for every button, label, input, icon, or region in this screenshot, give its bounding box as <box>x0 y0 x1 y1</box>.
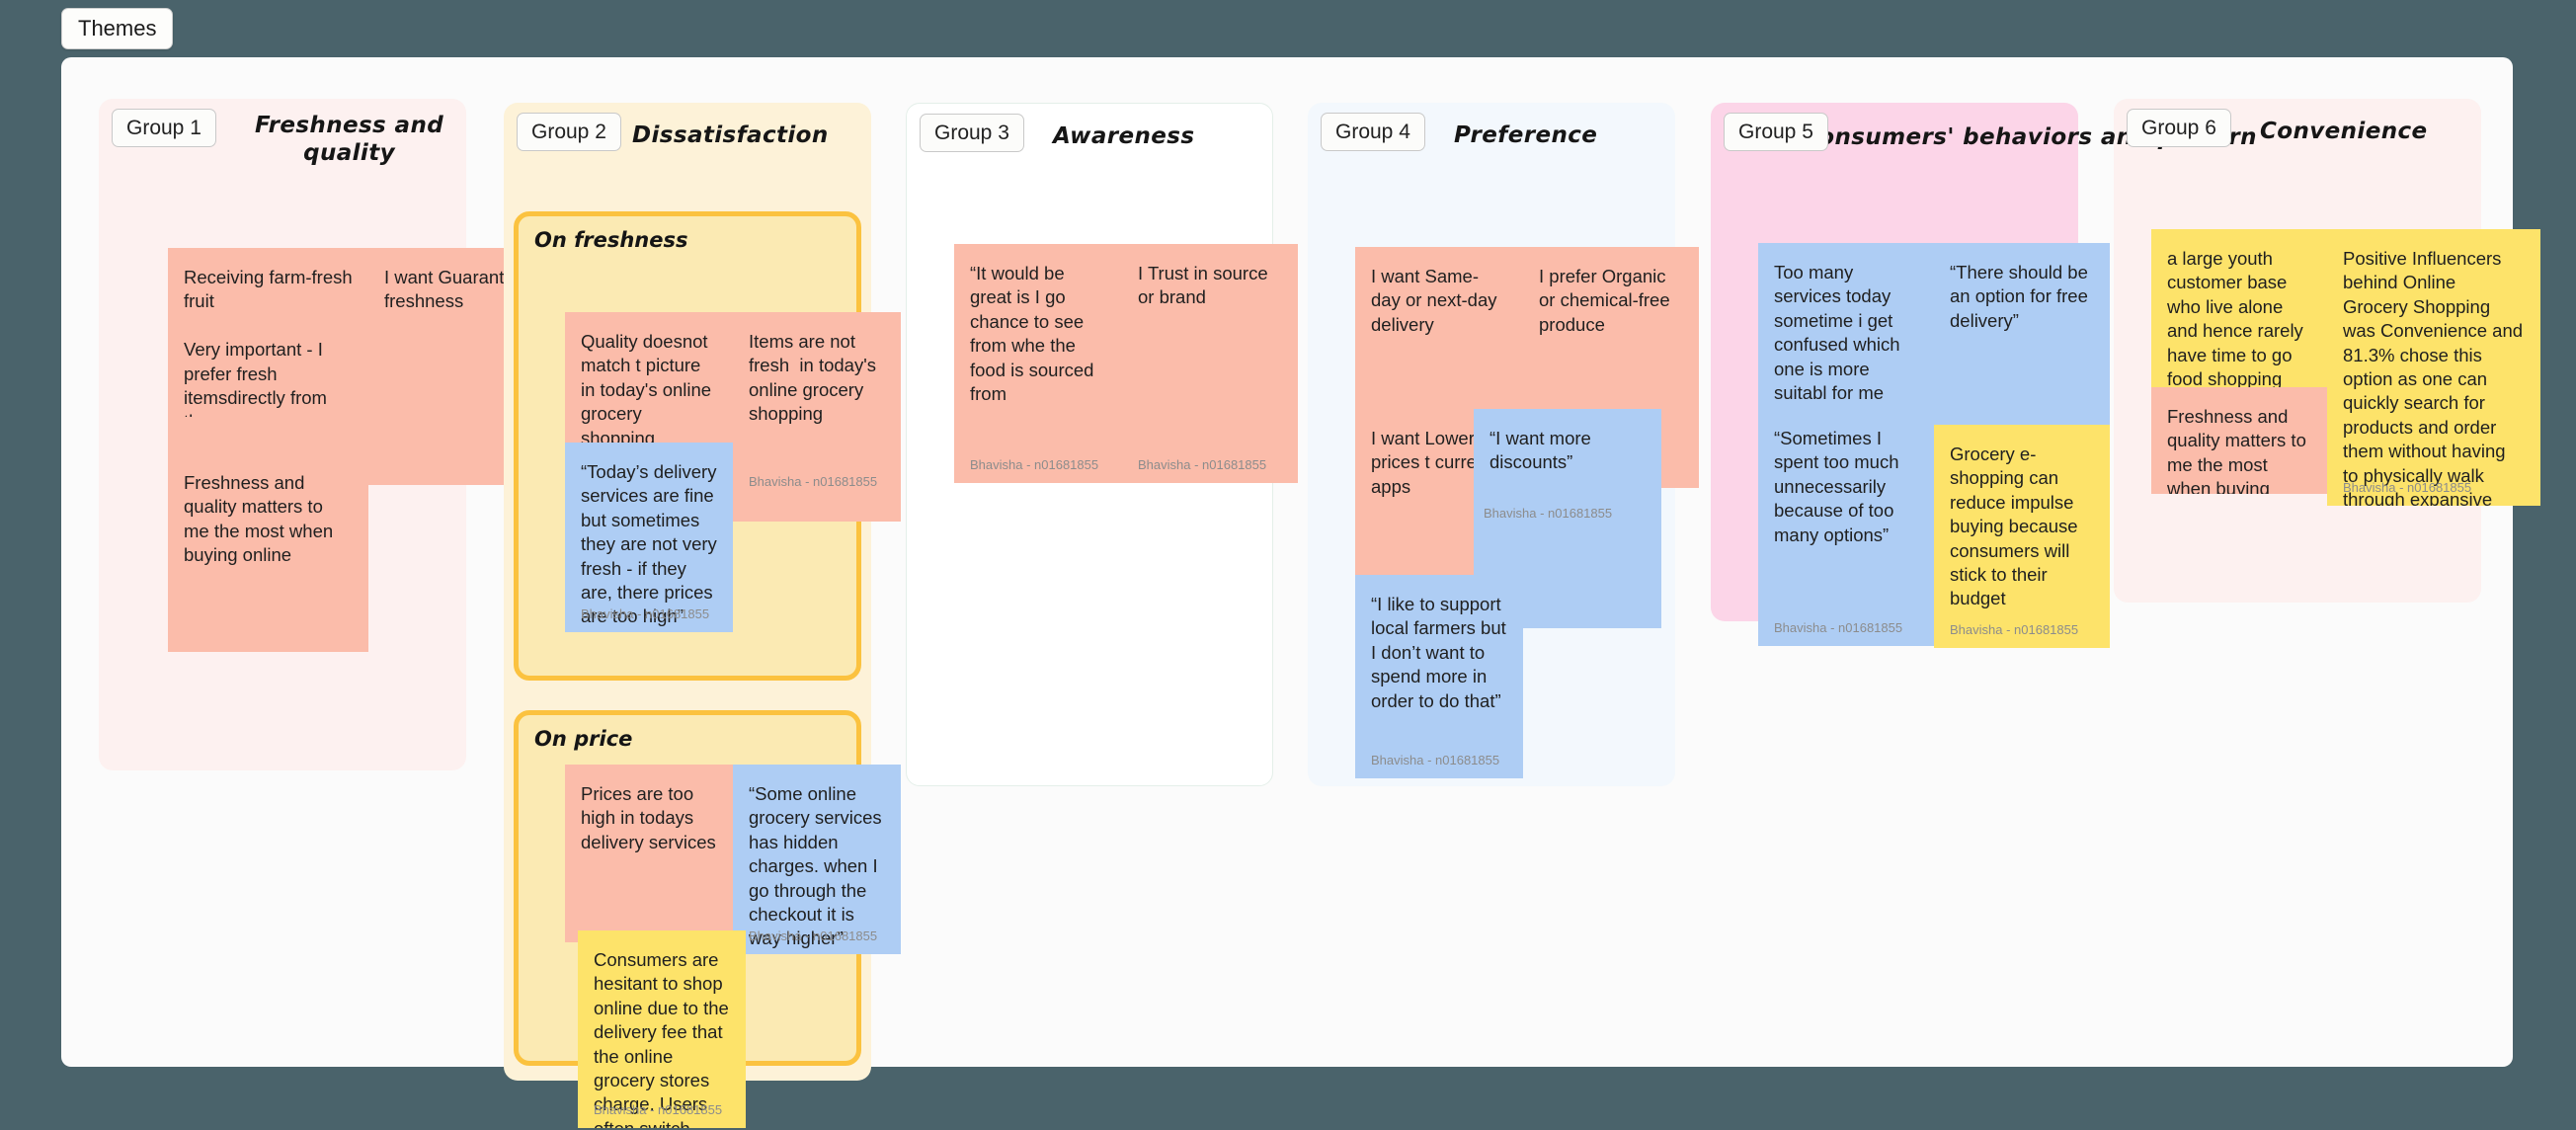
group-frame-5[interactable]: Group 5 Consumers' behaviors and pattern… <box>1711 103 2257 648</box>
group-title-6: Convenience <box>2260 119 2428 144</box>
note-text: Too many services today sometime i get c… <box>1774 262 1905 404</box>
note-author: Bhavisha - n01681855 <box>1371 752 1500 767</box>
group-title-1: Freshness and quality <box>255 113 443 166</box>
note-text: I Trust in source or brand <box>1138 263 1273 308</box>
whiteboard-canvas[interactable]: Group 1 Freshness and quality Receiving … <box>61 57 2540 1128</box>
group-title-1-line1: Freshness and <box>255 113 444 138</box>
group-frame-6[interactable]: Group 6 Convenience a large youth custom… <box>2114 99 2540 603</box>
sticky-note[interactable]: “Today’s delivery services are fine but … <box>565 443 733 632</box>
note-text: Positive Influencers behind Online Groce… <box>2343 248 2524 506</box>
note-text: “It would be great is I go chance to see… <box>970 263 1099 405</box>
note-author: Bhavisha - n01681855 <box>749 928 878 943</box>
note-text: Consumers are hesitant to shop online du… <box>594 949 729 1128</box>
note-text: a large youth customer base who live alo… <box>2167 248 2303 387</box>
note-author: Bhavisha - n01681855 <box>594 1101 723 1117</box>
sticky-note[interactable]: “I like to support local farmers but I d… <box>1355 575 1523 778</box>
subgroup-title-on-price: On price <box>534 727 633 751</box>
group-frame-3[interactable]: Group 3 Awareness “It would be great is … <box>906 103 1298 786</box>
note-text: I prefer Organic or chemical-free produc… <box>1539 266 1675 335</box>
group-chip-3[interactable]: Group 3 <box>920 114 1024 153</box>
sticky-note[interactable]: Prices are too high in todays delivery s… <box>565 765 733 942</box>
note-text: Receiving farm-fresh fruit Very importan… <box>184 267 353 432</box>
group-title-4: Preference <box>1454 122 1598 148</box>
group-title-3: Awareness <box>1053 123 1195 149</box>
sticky-note[interactable]: Freshness and quality matters to me the … <box>2151 387 2327 494</box>
group-title-2: Dissatisfaction <box>632 122 829 148</box>
note-text: I want Same-day or next-day delivery <box>1371 266 1502 335</box>
group-chip-6[interactable]: Group 6 <box>2127 109 2231 148</box>
group-chip-5[interactable]: Group 5 <box>1724 113 1828 152</box>
sticky-note[interactable]: “Some online grocery services has hidden… <box>733 765 901 954</box>
note-text: Grocery e-shopping can reduce impulse bu… <box>1950 444 2083 609</box>
note-text: “Sometimes I spent too much unnecessaril… <box>1774 428 1904 545</box>
sticky-note[interactable]: Consumers are hesitant to shop online du… <box>578 930 746 1128</box>
sticky-note[interactable]: Positive Influencers behind Online Groce… <box>2327 229 2540 506</box>
note-author: Bhavisha - n01681855 <box>1138 456 1267 472</box>
sticky-note[interactable]: I Trust in source or brand Bhavisha - n0… <box>1122 244 1298 483</box>
group-chip-2[interactable]: Group 2 <box>517 113 621 152</box>
note-text: “Some online grocery services has hidden… <box>749 783 887 949</box>
sticky-note[interactable]: Grocery e-shopping can reduce impulse bu… <box>1934 425 2110 648</box>
group-frame-4[interactable]: Group 4 Preference I want Same-day or ne… <box>1308 103 1699 786</box>
note-author: Bhavisha - n01681855 <box>581 605 710 621</box>
note-author: Bhavisha - n01681855 <box>1774 619 1903 635</box>
sticky-note[interactable]: “Sometimes I spent too much unnecessaril… <box>1758 409 1934 646</box>
note-text: Quality doesnot match t picture in today… <box>581 331 717 448</box>
note-text: Freshness and quality matters to me the … <box>2167 406 2306 494</box>
group-title-1-line2: quality <box>303 140 396 166</box>
sticky-note[interactable]: Freshness and quality matters to me the … <box>168 417 368 652</box>
note-author: Bhavisha - n01681855 <box>1950 621 2079 637</box>
sticky-note[interactable]: Items are not fresh in today's online gr… <box>733 312 901 522</box>
themes-label-chip[interactable]: Themes <box>61 8 174 50</box>
sticky-note[interactable]: “It would be great is I go chance to see… <box>954 244 1122 483</box>
note-text: “I want more discounts” <box>1489 428 1596 473</box>
note-text: “There should be an option for free deli… <box>1950 262 2094 331</box>
note-text: Freshness and quality matters to me the … <box>184 472 339 566</box>
note-author: Bhavisha - n01681855 <box>2343 479 2472 495</box>
group-frame-1[interactable]: Group 1 Freshness and quality Receiving … <box>99 99 569 770</box>
note-text: “Today’s delivery services are fine but … <box>581 461 722 627</box>
subgroup-title-on-freshness: On freshness <box>534 228 688 252</box>
group-frame-2[interactable]: Group 2 Dissatisfaction On freshness Qua… <box>504 103 901 1128</box>
note-text: “I like to support local farmers but I d… <box>1371 594 1511 711</box>
note-author: Bhavisha - n01681855 <box>970 456 1099 472</box>
note-text: Items are not fresh in today's online gr… <box>749 331 882 425</box>
group-chip-4[interactable]: Group 4 <box>1321 113 1425 152</box>
note-text: Prices are too high in todays delivery s… <box>581 783 716 852</box>
group-chip-1[interactable]: Group 1 <box>112 109 216 148</box>
note-author: Bhavisha - n01681855 <box>749 473 878 489</box>
sticky-note[interactable]: a large youth customer base who live alo… <box>2151 229 2327 387</box>
note-author: Bhavisha - n01681855 <box>1484 505 1613 521</box>
